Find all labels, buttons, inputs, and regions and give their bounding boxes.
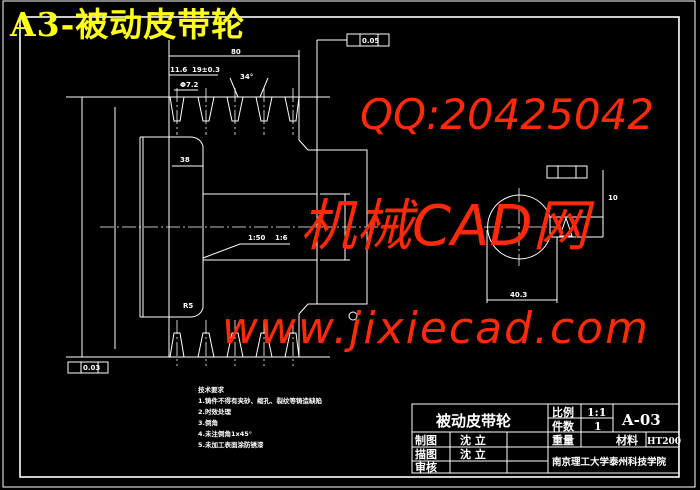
traced-label: 描图 [415,447,437,461]
dim-groove-offset: 11.6 [170,66,187,74]
title-block: 被动皮带轮 比例 1:1 件数 1 A-03 制图 沈 立 描图 沈 立 审核 … [411,403,681,474]
material-label: 材料 [616,433,638,447]
material-value: HT200 [647,437,681,447]
tech-req-heading: 技术要求 [198,385,225,394]
watermark-qq: QQ:20425042 [360,90,655,139]
dim-keyway: 40.3 [510,291,527,299]
flatness-value: 0.05 [362,37,379,45]
roughness-symbol [559,216,573,237]
keyway-tolerance-frame [546,165,588,179]
dimensions: 80 11.6 19±0.3 34° Φ7.2 38 R5 1:50 1:6 0… [66,33,390,374]
scale-value: 1:1 [587,406,606,419]
review-label: 审核 [415,460,437,474]
pulley-section-view [100,77,380,366]
tech-req-item: 1.铸件不得有夹砂、缩孔、裂纹等铸造缺陷 [198,396,322,405]
tech-req-item: 5.未加工表面涂防锈漆 [198,440,264,449]
tech-req-item: 3.倒角 [198,418,218,427]
drawing-title: A3-被动皮带轮 [10,5,246,44]
dim-groove-pitch: 19±0.3 [192,66,220,74]
datum-symbol [348,311,358,321]
dim-fillet: R5 [183,302,193,310]
inner-frame [19,16,680,478]
scale-label: 比例 [552,405,574,419]
tech-req-item: 4.未注倒角1x45° [198,429,252,438]
part-name: 被动皮带轮 [436,412,511,430]
watermark-site-name: 机械CAD网 [300,194,589,259]
dim-overall-width: 80 [231,48,241,56]
dim-taper-1: 1:50 [248,234,266,242]
school-name: 南京理工大学泰州科技学院 [552,456,667,468]
qty-label: 件数 [552,419,575,433]
technical-requirements: 技术要求 1.铸件不得有夹砂、缩孔、裂纹等铸造缺陷 2.时效处理 3.倒角 4.… [198,385,322,449]
taper-leader [202,243,290,259]
dim-groove-top: Φ7.2 [180,81,198,89]
groove-angle-line [259,77,269,98]
groove-angle-line [229,77,239,98]
drawn-by: 沈 立 [460,433,486,447]
drawn-label: 制图 [415,433,437,447]
upper-section-hatch [168,96,318,195]
drawing-number: A-03 [621,411,661,429]
groove-centerlines [176,88,294,366]
weight-label: 重量 [552,433,574,447]
keyway-side-view: 40.3 10 [484,165,618,303]
tech-req-item: 2.时效处理 [198,407,231,416]
runout-frame [67,361,109,374]
watermark-url: www.jixiecad.com [222,303,650,354]
traced-by: 沈 立 [460,447,486,461]
dim-keyway-depth: 10 [608,194,618,202]
dim-hub-width: 38 [180,156,190,164]
runout-value: 0.03 [83,364,100,372]
dim-groove-angle: 34° [240,73,253,81]
lower-section-hatch [168,259,318,358]
dim-taper-2: 1:6 [275,234,288,242]
qty-value: 1 [594,420,602,433]
